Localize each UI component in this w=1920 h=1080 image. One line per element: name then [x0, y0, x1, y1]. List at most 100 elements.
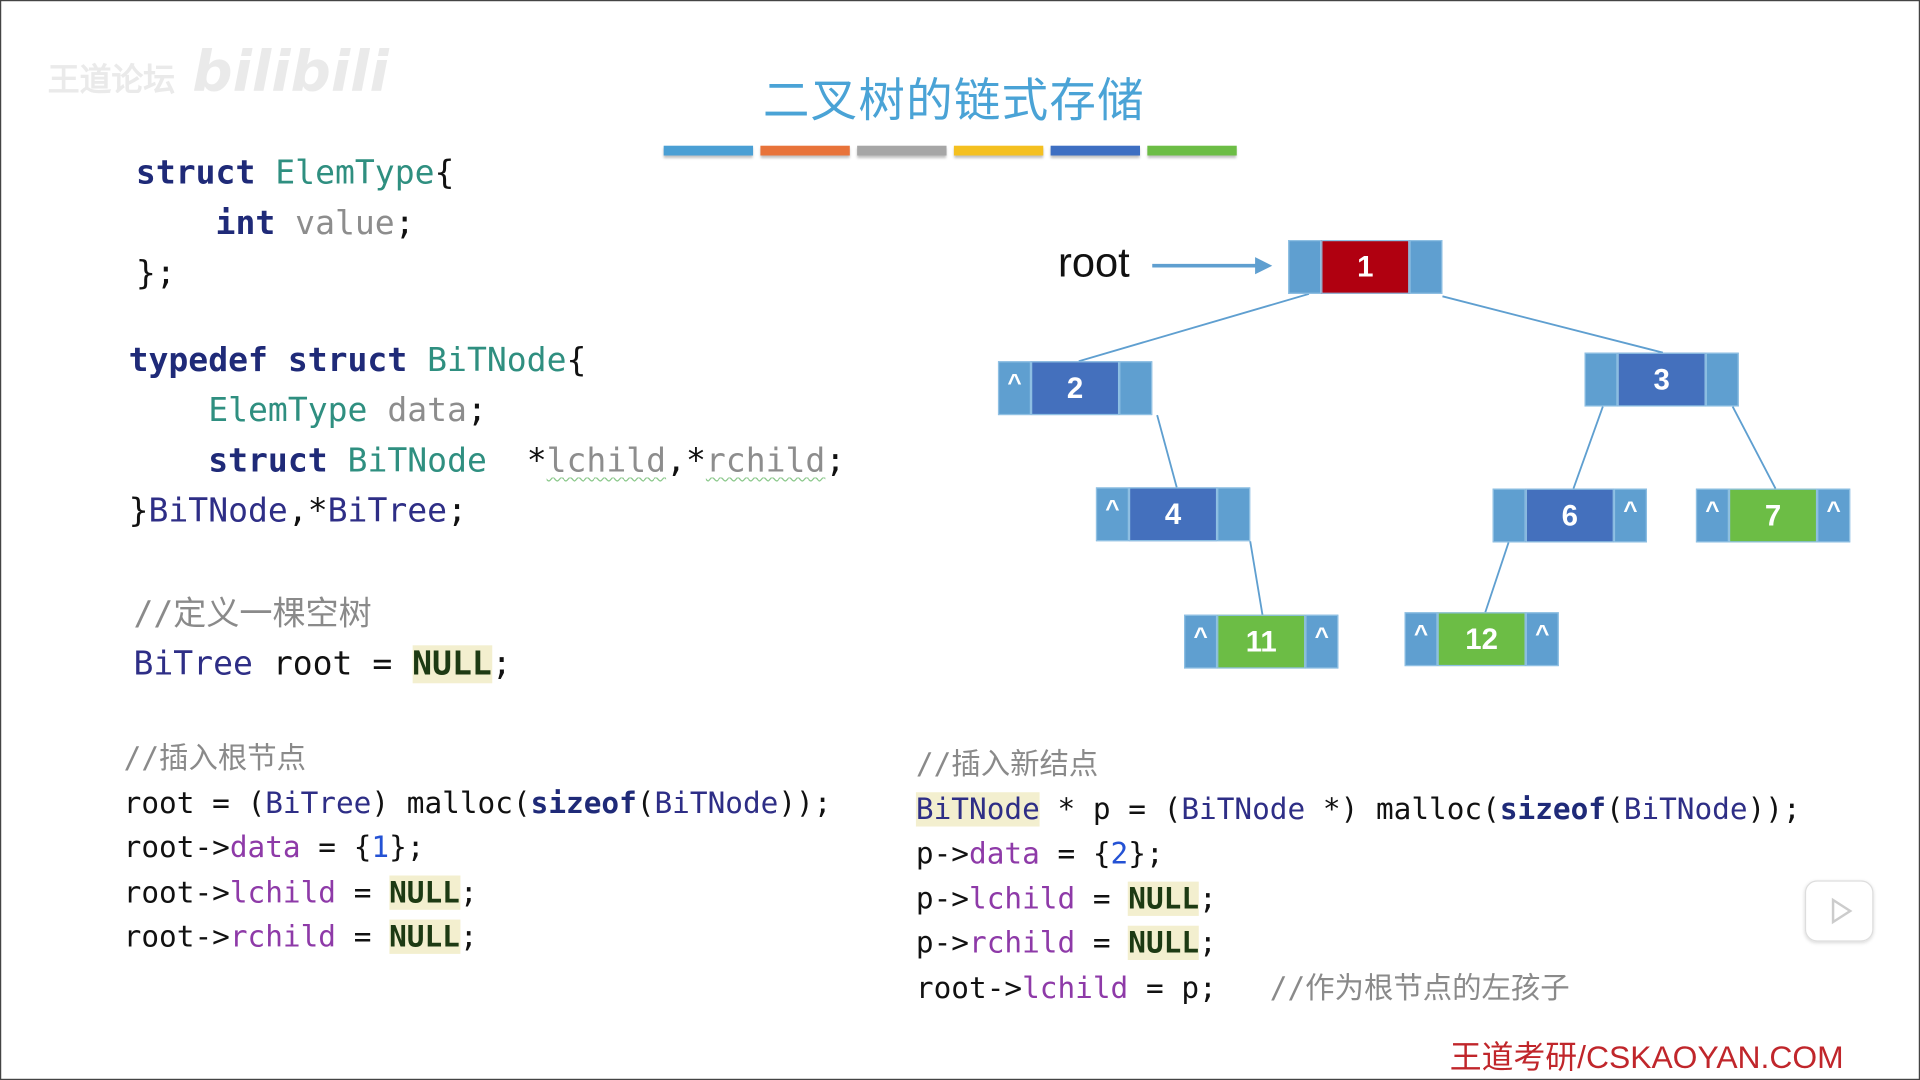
- code-token: struct: [135, 154, 276, 193]
- code-token: rchild: [969, 925, 1076, 961]
- code-token: NULL: [412, 645, 492, 684]
- code-line: BiTree root = NULL;: [133, 639, 512, 689]
- tree-node-7: ^7^: [1695, 488, 1851, 543]
- code-token: lchild: [969, 881, 1076, 916]
- rchild-pointer: [1705, 352, 1739, 407]
- color-bar: [760, 145, 850, 156]
- code-token: };: [1128, 836, 1164, 871]
- code-token: NULL: [389, 919, 460, 954]
- code-token: ;: [459, 874, 478, 910]
- code-token: };: [135, 254, 176, 293]
- code-token: root->: [123, 919, 230, 954]
- tree-node-12: ^12^: [1404, 612, 1559, 667]
- lchild-pointer: ^: [997, 361, 1032, 416]
- color-bar: [857, 145, 947, 156]
- code-line: p->data = {2};: [916, 831, 1801, 876]
- code-token: ;: [491, 645, 512, 684]
- tree-edge-1-2: [1078, 292, 1310, 363]
- code-token: value: [275, 204, 395, 243]
- code-token: //作为根节点的左孩子: [1269, 970, 1570, 1005]
- node-value: 7: [1728, 488, 1818, 543]
- code-line: root->lchild = p; //作为根节点的左孩子: [916, 966, 1801, 1011]
- code-token: data: [367, 391, 467, 430]
- code-token: ));: [778, 785, 832, 820]
- code-token: rchild: [229, 919, 337, 954]
- code-line: };: [136, 249, 455, 299]
- code-token: ,*: [287, 492, 328, 531]
- code-token: =: [336, 919, 390, 954]
- code-line: p->lchild = NULL;: [916, 876, 1801, 921]
- rchild-pointer: ^: [1525, 612, 1559, 667]
- footer-brand: 王道考研/CSKAOYAN.COM: [1449, 1038, 1844, 1076]
- tree-node-6: 6^: [1492, 488, 1647, 543]
- tree-node-11: ^11^: [1184, 614, 1339, 669]
- rchild-pointer: ^: [1305, 614, 1339, 669]
- code-token: BiTNode: [148, 492, 288, 531]
- code-token: ;: [1199, 881, 1217, 916]
- code-token: *) malloc(: [1305, 791, 1500, 826]
- tree-edge-6-12: [1484, 542, 1510, 613]
- rchild-pointer: [1409, 240, 1443, 294]
- code-token: (: [1605, 791, 1624, 826]
- play-button[interactable]: [1804, 880, 1874, 942]
- code-token: p->: [915, 925, 970, 961]
- tree-node-3: 3: [1584, 352, 1739, 407]
- tree-node-4: ^4: [1095, 487, 1251, 542]
- color-bar: [953, 145, 1044, 156]
- code-token: *: [486, 442, 547, 481]
- code-line: struct ElemType{: [136, 148, 455, 198]
- code-token: 1: [371, 830, 390, 865]
- code-token: ElemType: [208, 391, 368, 430]
- code-token: struct: [208, 442, 348, 481]
- code-token: ;: [1199, 925, 1217, 961]
- code-token: {: [566, 341, 587, 380]
- code-token: BiTNode: [654, 785, 779, 820]
- code-token: BiTree: [327, 492, 448, 531]
- code-token: ;: [447, 492, 468, 531]
- lchild-pointer: [1492, 488, 1526, 543]
- bitnode-typedef-code: typedef struct BiTNode{ ElemType data; s…: [129, 336, 846, 537]
- code-token: sizeof: [530, 785, 637, 820]
- node-value: 3: [1617, 352, 1706, 407]
- code-token: =: [336, 874, 390, 910]
- code-token: lchild: [1022, 970, 1129, 1005]
- code-token: ElemType: [275, 154, 435, 193]
- code-token: ;: [459, 919, 478, 954]
- color-bar-strip: [663, 145, 1237, 156]
- code-line: p->rchild = NULL;: [916, 921, 1801, 966]
- code-token: root = (: [123, 785, 266, 820]
- node-value: 11: [1217, 614, 1306, 669]
- tree-edge-3-7: [1731, 406, 1777, 489]
- code-token: BiTree: [265, 785, 372, 820]
- play-icon: [1831, 897, 1853, 925]
- elemtype-struct-code: struct ElemType{ int value;};: [136, 148, 455, 299]
- code-token: //插入根节点: [123, 740, 307, 776]
- code-line: root->rchild = NULL;: [124, 915, 832, 960]
- code-token: int: [215, 204, 276, 243]
- code-token: p->: [915, 836, 970, 871]
- code-token: lchild: [546, 442, 667, 481]
- code-token: =: [1075, 881, 1129, 916]
- code-token: =: [1075, 925, 1129, 961]
- code-line: struct BiTNode *lchild,*rchild;: [129, 436, 846, 486]
- code-line: typedef struct BiTNode{: [129, 336, 846, 386]
- lchild-pointer: ^: [1695, 488, 1729, 543]
- code-token: ));: [1747, 791, 1801, 826]
- code-token: //插入新结点: [915, 746, 1099, 782]
- tree-edge-3-6: [1572, 406, 1604, 489]
- code-token: root->: [915, 970, 1023, 1005]
- color-bar: [663, 145, 754, 156]
- code-token: NULL: [1128, 881, 1200, 916]
- code-token: sizeof: [1499, 791, 1606, 826]
- color-bar: [1147, 145, 1237, 156]
- code-token: ,*: [666, 442, 706, 481]
- code-token: root->: [123, 874, 230, 910]
- code-token: NULL: [1128, 925, 1200, 961]
- code-token: data: [229, 830, 301, 865]
- code-token: ;: [825, 442, 846, 481]
